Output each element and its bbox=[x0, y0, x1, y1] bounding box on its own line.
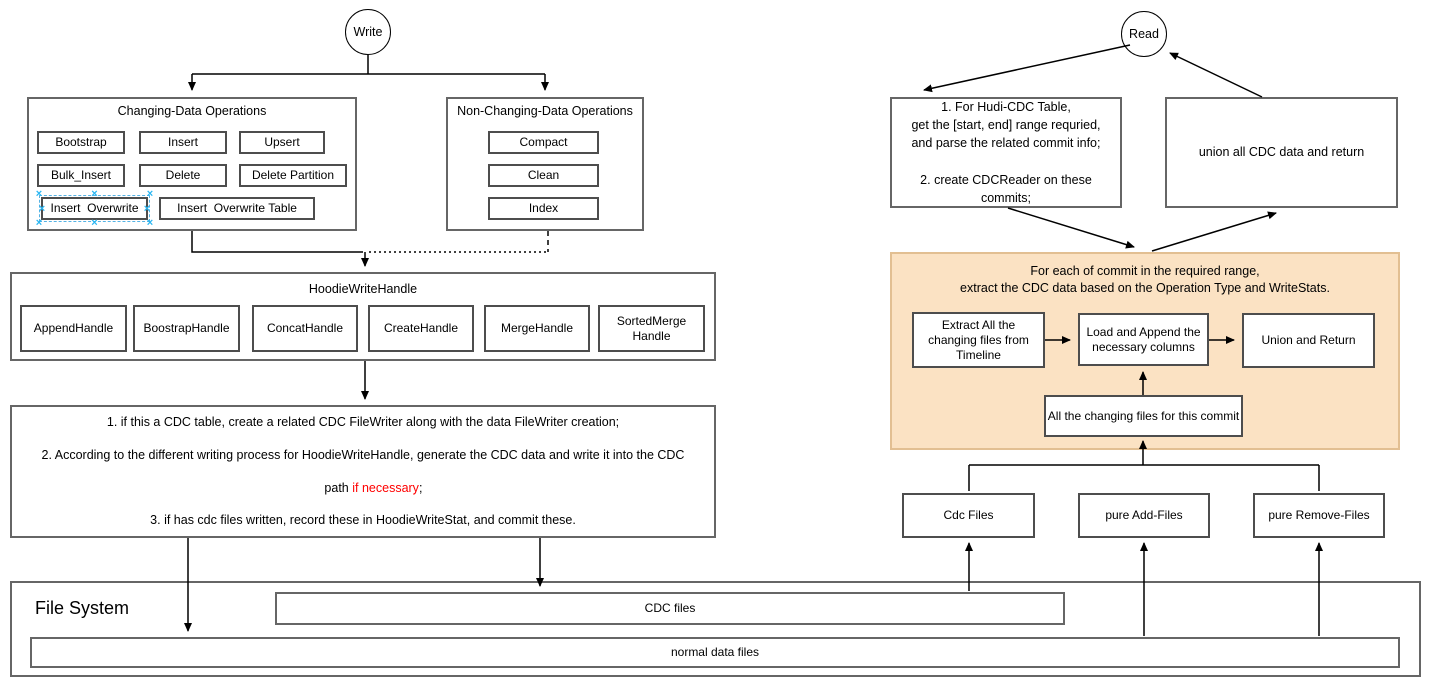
load-append-columns-label: Load and Append the necessary columns bbox=[1086, 324, 1201, 354]
read-terminal[interactable]: Read bbox=[1121, 11, 1167, 57]
cdc-write-notes[interactable]: 1. if this a CDC table, create a related… bbox=[10, 405, 716, 538]
note-line-2-text: 2. According to the different writing pr… bbox=[41, 447, 685, 462]
handle-boostrap[interactable]: BoostrapHandle bbox=[133, 305, 240, 352]
op-insert-overwrite-table-label: Insert Overwrite Table bbox=[177, 201, 297, 215]
op-insert-overwrite-selected[interactable]: Insert Overwrite bbox=[39, 195, 150, 222]
write-terminal-label: Write bbox=[353, 25, 383, 39]
op-bulk-insert-label: Bulk_Insert bbox=[50, 168, 112, 182]
read-terminal-label: Read bbox=[1129, 27, 1159, 41]
cdc-files-node-label: Cdc Files bbox=[943, 508, 994, 522]
pure-add-files-node-label: pure Add-Files bbox=[1105, 508, 1183, 522]
selection-handle-n-icon[interactable] bbox=[90, 189, 100, 199]
op-index-label: Index bbox=[528, 201, 559, 215]
selection-handle-nw-icon[interactable] bbox=[34, 189, 44, 199]
op-insert-overwrite-label: Insert Overwrite bbox=[50, 201, 139, 215]
extract-changing-files-label: Extract All the changing files from Time… bbox=[928, 317, 1029, 362]
selection-handle-ne-icon[interactable] bbox=[145, 189, 155, 199]
op-upsert[interactable]: Upsert bbox=[239, 131, 325, 154]
note-line-3-pre: path bbox=[324, 480, 353, 495]
read-union-box[interactable]: union all CDC data and return bbox=[1165, 97, 1398, 208]
load-append-columns-node[interactable]: Load and Append the necessary columns bbox=[1078, 313, 1209, 366]
normal-data-files-store[interactable]: normal data files bbox=[30, 637, 1400, 668]
wire-changing-to-junction bbox=[191, 231, 363, 253]
read-step1-box[interactable]: 1. For Hudi-CDC Table, get the [start, e… bbox=[890, 97, 1122, 208]
op-delete-label: Delete bbox=[165, 168, 201, 182]
arrow-percommit-to-union bbox=[1151, 211, 1277, 252]
arrow-union-to-read bbox=[1169, 52, 1263, 98]
note-line-1: 1. if this a CDC table, create a related… bbox=[106, 415, 620, 430]
all-changing-files-label: All the changing files for this commit bbox=[1047, 408, 1240, 423]
op-upsert-label: Upsert bbox=[264, 135, 300, 149]
extract-changing-files-node[interactable]: Extract All the changing files from Time… bbox=[912, 312, 1045, 368]
op-clean-label: Clean bbox=[527, 168, 560, 182]
selection-handle-sw-icon[interactable] bbox=[34, 218, 44, 228]
op-bootstrap-label: Bootstrap bbox=[55, 135, 107, 149]
op-delete[interactable]: Delete bbox=[139, 164, 227, 187]
selection-handle-e-icon[interactable] bbox=[142, 204, 152, 214]
handle-sorted-merge[interactable]: SortedMerge Handle bbox=[598, 305, 705, 352]
op-bulk-insert[interactable]: Bulk_Insert bbox=[37, 164, 125, 187]
op-compact[interactable]: Compact bbox=[488, 131, 599, 154]
write-terminal[interactable]: Write bbox=[345, 9, 391, 55]
read-step1-text: 1. For Hudi-CDC Table, get the [start, e… bbox=[911, 100, 1101, 205]
handle-sorted-merge-label: SortedMerge Handle bbox=[616, 313, 687, 343]
handle-concat-label: ConcatHandle bbox=[266, 321, 344, 335]
arrow-read-to-step1 bbox=[923, 44, 1131, 93]
op-clean[interactable]: Clean bbox=[488, 164, 599, 187]
file-system-title: File System bbox=[35, 598, 130, 618]
handle-boostrap-label: BoostrapHandle bbox=[143, 321, 230, 335]
handle-concat[interactable]: ConcatHandle bbox=[252, 305, 358, 352]
pure-add-files-node[interactable]: pure Add-Files bbox=[1078, 493, 1210, 538]
union-and-return-label: Union and Return bbox=[1261, 333, 1356, 347]
op-insert-overwrite-table[interactable]: Insert Overwrite Table bbox=[159, 197, 315, 220]
union-and-return-node[interactable]: Union and Return bbox=[1242, 313, 1375, 368]
arrow-step1-to-percommit bbox=[1007, 207, 1135, 249]
read-union-text: union all CDC data and return bbox=[1198, 145, 1365, 160]
handle-append[interactable]: AppendHandle bbox=[20, 305, 127, 352]
non-changing-data-operations-title: Non-Changing-Data Operations bbox=[457, 104, 633, 118]
all-changing-files-node[interactable]: All the changing files for this commit bbox=[1044, 395, 1243, 437]
note-line-4: 3. if has cdc files written, record thes… bbox=[150, 513, 576, 528]
handle-merge[interactable]: MergeHandle bbox=[484, 305, 590, 352]
cdc-files-store[interactable]: CDC files bbox=[275, 592, 1065, 625]
cdc-files-store-label: CDC files bbox=[644, 601, 696, 615]
note-line-3-highlight: if necessary bbox=[352, 480, 419, 495]
note-line-2: 2. According to the different writing pr… bbox=[20, 447, 706, 497]
op-delete-partition-label: Delete Partition bbox=[251, 168, 335, 182]
handle-merge-label: MergeHandle bbox=[500, 321, 574, 335]
handle-create-label: CreateHandle bbox=[383, 321, 459, 335]
op-index[interactable]: Index bbox=[488, 197, 599, 220]
per-commit-title: For each of commit in the required range… bbox=[960, 264, 1330, 295]
selection-handle-s-icon[interactable] bbox=[90, 218, 100, 228]
selection-handle-w-icon[interactable] bbox=[37, 204, 47, 214]
selection-handle-se-icon[interactable] bbox=[145, 218, 155, 228]
op-insert-label: Insert bbox=[167, 135, 198, 149]
pure-remove-files-node[interactable]: pure Remove-Files bbox=[1253, 493, 1385, 538]
cdc-files-node[interactable]: Cdc Files bbox=[902, 493, 1035, 538]
handle-create[interactable]: CreateHandle bbox=[368, 305, 474, 352]
op-compact-label: Compact bbox=[519, 135, 568, 149]
op-bootstrap[interactable]: Bootstrap bbox=[37, 131, 125, 154]
op-delete-partition[interactable]: Delete Partition bbox=[239, 164, 347, 187]
hoodie-write-handle-title: HoodieWriteHandle bbox=[308, 282, 418, 296]
handle-append-label: AppendHandle bbox=[33, 321, 114, 335]
normal-data-files-store-label: normal data files bbox=[670, 645, 760, 659]
pure-remove-files-node-label: pure Remove-Files bbox=[1268, 508, 1370, 522]
op-insert[interactable]: Insert bbox=[139, 131, 227, 154]
changing-data-operations-title: Changing-Data Operations bbox=[117, 104, 267, 118]
note-line-3-post: ; bbox=[418, 480, 423, 495]
